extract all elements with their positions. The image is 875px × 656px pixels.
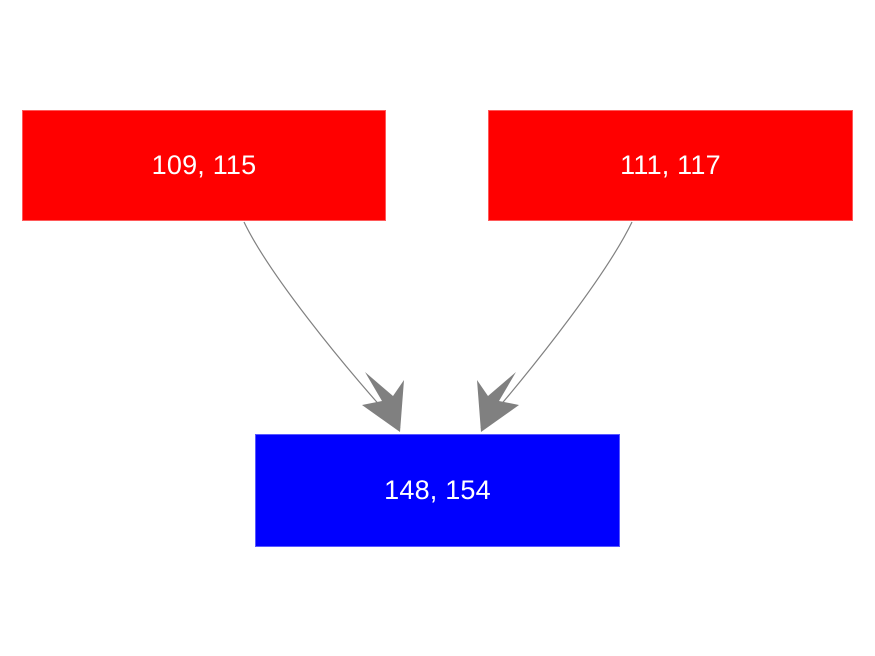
node-left[interactable]: 109, 115: [22, 110, 386, 221]
node-right[interactable]: 111, 117: [488, 110, 853, 221]
edge-right-to-bottom-line: [480, 221, 633, 429]
node-left-label: 109, 115: [151, 150, 257, 180]
edge-left-to-bottom-group[interactable]: [243, 221, 404, 432]
edge-right-to-bottom-group[interactable]: [477, 221, 633, 432]
edge-left-to-bottom-line: [243, 221, 401, 429]
node-right-label: 111, 117: [620, 150, 721, 180]
node-bottom[interactable]: 148, 154: [255, 434, 620, 547]
node-bottom-label: 148, 154: [384, 475, 491, 505]
arrowhead-icon-right: [477, 372, 519, 432]
arrowhead-icon-left: [362, 372, 404, 432]
